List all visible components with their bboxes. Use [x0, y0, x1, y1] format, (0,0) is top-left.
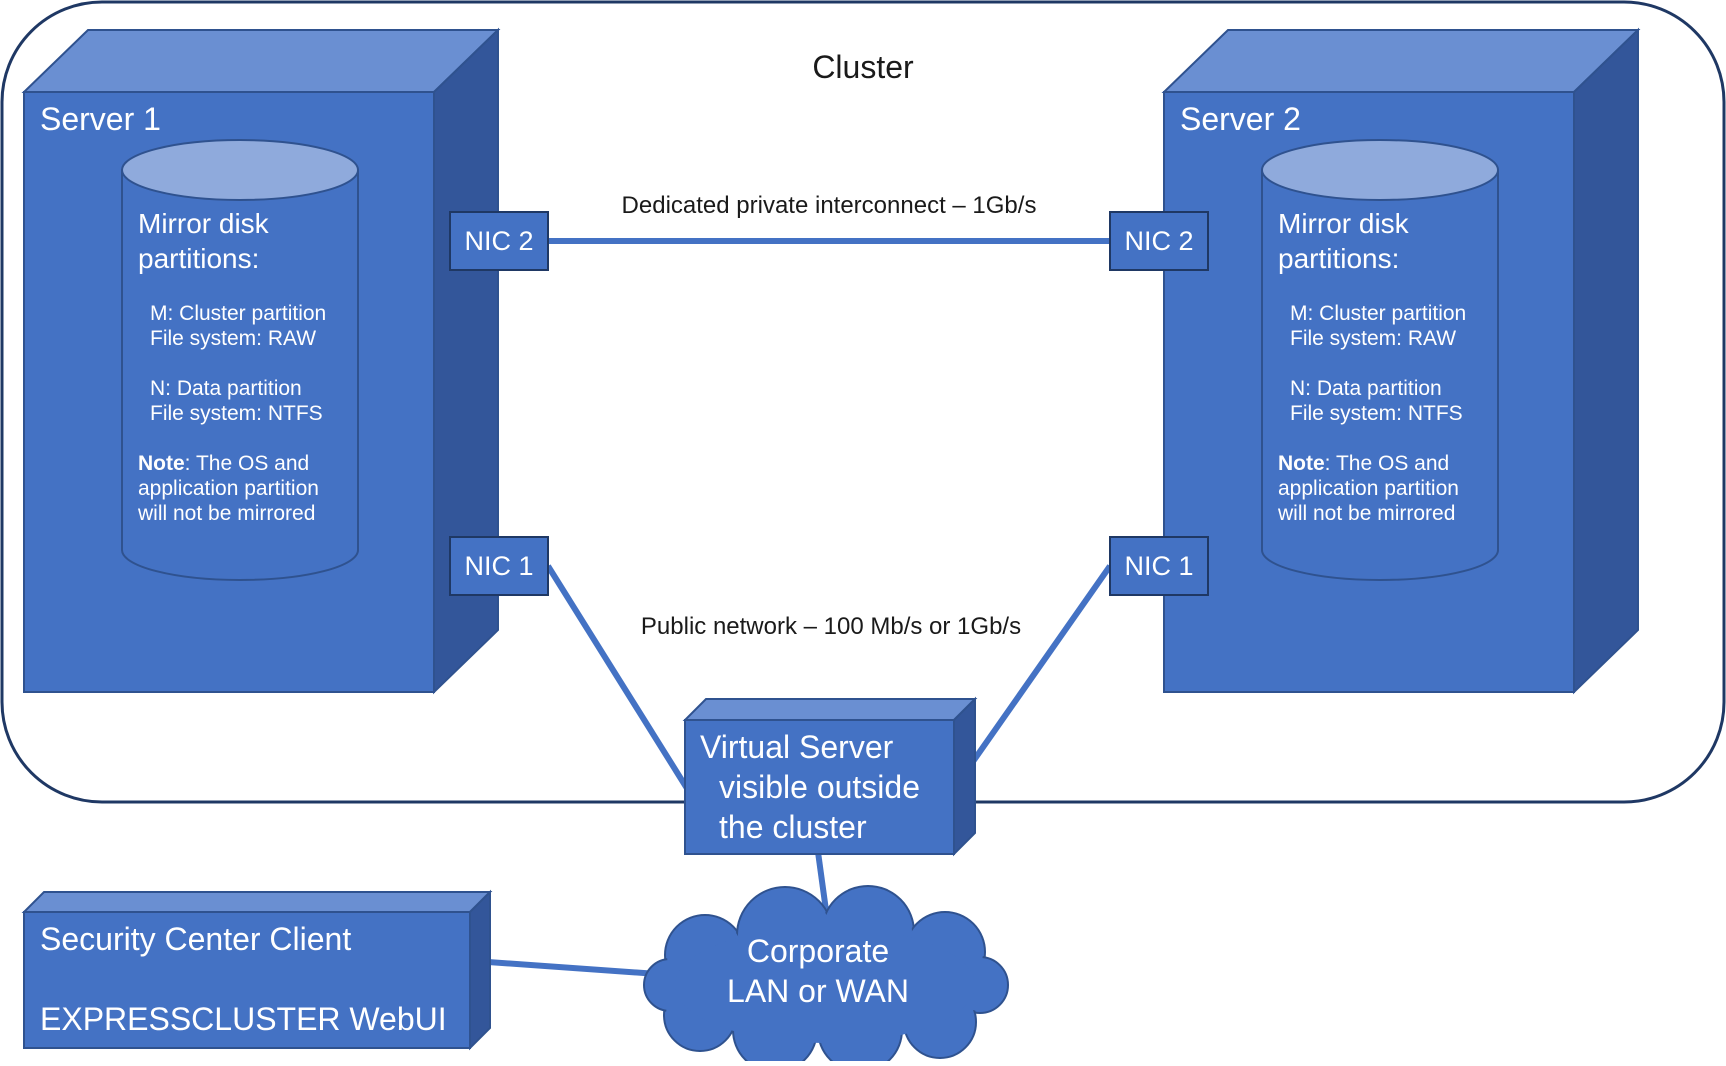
server-2-title: Server 2	[1180, 101, 1301, 137]
virtual-server-line-1: Virtual Server	[700, 729, 894, 765]
server-1-nic-1: NIC 1	[449, 536, 549, 596]
server-2-disk-n-1: N: Data partition	[1290, 377, 1442, 400]
security-center-client: Security Center Client EXPRESSCLUSTER We…	[21, 889, 493, 1051]
server-1-disk-m-1: M: Cluster partition	[150, 302, 326, 325]
server-2-disk-note-3: will not be mirrored	[1277, 502, 1455, 525]
corporate-lan-cloud: Corporate LAN or WAN	[643, 885, 1009, 1066]
virtual-server-line-3: the cluster	[719, 809, 867, 845]
server-1-disk-note-2: application partition	[138, 477, 319, 500]
server-1-disk-m-2: File system: RAW	[150, 327, 316, 350]
server-2-note-bold: Note	[1278, 452, 1325, 475]
server-2: Server 2	[1161, 27, 1641, 695]
server-1-mirror-disk: Mirror disk partitions: M: Cluster parti…	[121, 139, 359, 581]
server-1-disk-title-1: Mirror disk	[138, 208, 270, 239]
server-1-note-bold: Note	[138, 452, 185, 475]
server-1-nic-2: NIC 2	[449, 211, 549, 271]
server-2-disk-note-1: Note: The OS and	[1278, 452, 1449, 475]
server-2-disk-title-1: Mirror disk	[1278, 208, 1410, 239]
client-line-1: Security Center Client	[40, 921, 351, 957]
private-interconnect-label: Dedicated private interconnect – 1Gb/s	[622, 192, 1037, 219]
server-1-nic-2-label: NIC 2	[464, 226, 533, 256]
server-2-disk-n-2: File system: NTFS	[1290, 402, 1463, 425]
server-2-nic-1-label: NIC 1	[1124, 551, 1193, 581]
server-2-disk-m-2: File system: RAW	[1290, 327, 1456, 350]
server-2-disk-title-2: partitions:	[1278, 243, 1399, 274]
server-2-nic-2: NIC 2	[1109, 211, 1209, 271]
lan-line-1: Corporate	[747, 933, 889, 969]
server-2-nic-1: NIC 1	[1109, 536, 1209, 596]
public-network-label: Public network – 100 Mb/s or 1Gb/s	[641, 613, 1021, 640]
server-1-title: Server 1	[40, 101, 161, 137]
server-2-mirror-disk: Mirror disk partitions: M: Cluster parti…	[1261, 139, 1499, 581]
server-2-nic-2-label: NIC 2	[1124, 226, 1193, 256]
server-1-disk-n-1: N: Data partition	[150, 377, 302, 400]
server-1-disk-note-3: will not be mirrored	[137, 502, 315, 525]
client-line-2: EXPRESSCLUSTER WebUI	[40, 1001, 447, 1037]
server-1-disk-title-2: partitions:	[138, 243, 259, 274]
public-link-server-1	[545, 564, 691, 792]
virtual-server: Virtual Server visible outside the clust…	[682, 696, 978, 857]
cluster-label: Cluster	[812, 49, 914, 85]
server-2-disk-m-1: M: Cluster partition	[1290, 302, 1466, 325]
server-1-disk-note-1: Note: The OS and	[138, 452, 309, 475]
server-1-disk-n-2: File system: NTFS	[150, 402, 323, 425]
server-2-disk-note-2: application partition	[1278, 477, 1459, 500]
lan-line-2: LAN or WAN	[727, 973, 909, 1009]
server-1-nic-1-label: NIC 1	[464, 551, 533, 581]
virtual-server-line-2: visible outside	[719, 769, 920, 805]
public-link-server-2	[950, 564, 1113, 792]
server-2-note-text: : The OS and	[1325, 452, 1450, 475]
client-to-lan-link	[487, 959, 673, 978]
server-1-note-text: : The OS and	[185, 452, 310, 475]
